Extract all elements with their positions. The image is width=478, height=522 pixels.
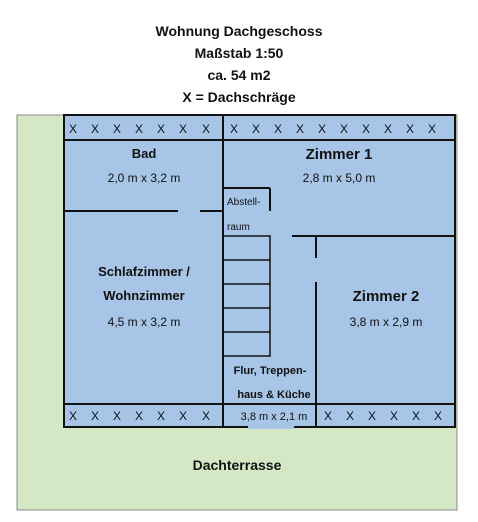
room-bad-size: 2,0 m x 3,2 m [108,171,181,185]
slope-marker: X [362,122,370,136]
slope-marker: X [135,409,143,423]
title-apartment: Wohnung Dachgeschoss [155,23,323,39]
slope-marker: X [157,409,165,423]
slope-marker: X [324,409,332,423]
title-area: ca. 54 m2 [207,67,271,83]
slope-marker: X [412,409,420,423]
apartment-area [64,115,455,427]
room-zimmer1-size: 2,8 m x 5,0 m [303,171,376,185]
slope-marker: X [390,409,398,423]
room-zimmer1-name: Zimmer 1 [306,146,373,163]
slope-marker: X [69,409,77,423]
slope-marker: X [179,409,187,423]
staircase [222,235,271,357]
room-abstellraum-line1: Abstell- [227,197,260,208]
slope-marker: X [428,122,436,136]
slope-marker: X [406,122,414,136]
room-zimmer2-name: Zimmer 2 [353,288,420,305]
slope-marker: X [157,122,165,136]
slope-marker: X [91,409,99,423]
slope-marker: X [179,122,187,136]
title-scale: Maßstab 1:50 [194,45,284,61]
title-legend: X = Dachschräge [182,89,296,105]
slope-marker: X [384,122,392,136]
walls [63,114,456,429]
door-opening [248,425,294,429]
room-flur-size: 3,8 m x 2,1 m [241,411,308,423]
slope-marker: X [434,409,442,423]
slope-marker: X [202,409,210,423]
plan-title: Wohnung Dachgeschoss Maßstab 1:50 ca. 54… [0,20,478,108]
room-zimmer2-size: 3,8 m x 2,9 m [350,315,423,329]
slope-marker: X [368,409,376,423]
room-bad-name: Bad [132,146,157,161]
room-schlafzimmer-line1: Schlafzimmer / [98,264,190,279]
room-flur-line2: haus & Küche [237,389,310,401]
stair-outline [222,235,271,357]
room-schlafzimmer-size: 4,5 m x 3,2 m [108,315,181,329]
room-abstellraum-line2: raum [227,222,250,233]
slope-marker: X [252,122,260,136]
slope-marker: X [274,122,282,136]
slope-marker: X [135,122,143,136]
slope-marker: X [340,122,348,136]
slope-marker: X [91,122,99,136]
room-schlafzimmer-line2: Wohnzimmer [103,288,184,303]
room-flur-line1: Flur, Treppen- [234,365,307,377]
terrace-label: Dachterrasse [193,457,282,473]
slope-marker: X [202,122,210,136]
slope-marker: X [113,409,121,423]
slope-marker: X [113,122,121,136]
slope-marker: X [230,122,238,136]
slope-marker: X [346,409,354,423]
slope-marker: X [69,122,77,136]
slope-marker: X [296,122,304,136]
slope-marker: X [318,122,326,136]
